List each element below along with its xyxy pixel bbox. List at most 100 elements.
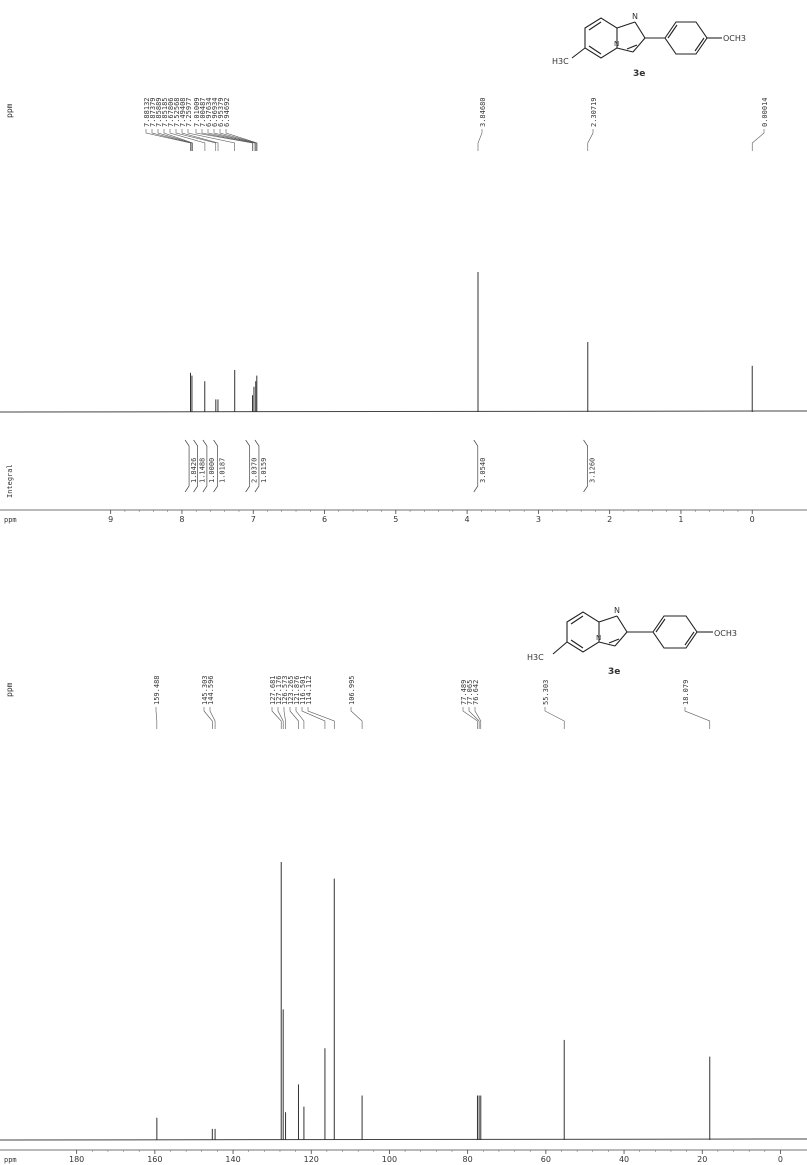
c-x-unit: ppm xyxy=(4,1156,17,1164)
c-peak-label-10: 106.995 xyxy=(348,675,356,705)
h-peak-label-0: 7.88132 xyxy=(143,97,151,127)
c-peak-label-0: 159.488 xyxy=(153,675,161,705)
h-x-unit: ppm xyxy=(4,516,17,524)
c-tick-label-7: 40 xyxy=(619,1155,629,1164)
h-baseline xyxy=(0,410,807,413)
c-struct-n2: N xyxy=(596,634,601,642)
c-peaks xyxy=(156,862,711,1140)
h-integral-bracket-6 xyxy=(473,439,479,493)
h-peak-connector-8 xyxy=(195,129,253,151)
c-ppm-label: ppm xyxy=(5,682,14,697)
c-peak-label-5: 126.573 xyxy=(281,675,289,705)
h-peak-connector-0 xyxy=(145,129,191,151)
c-peak-connectors xyxy=(155,707,711,729)
c-peak-connector-1 xyxy=(203,707,213,729)
h-tick-label-5: 4 xyxy=(465,515,470,524)
c-peak-connector-3 xyxy=(271,707,282,729)
h-tick-label-8: 1 xyxy=(678,515,683,524)
c-peak-connector-6 xyxy=(289,707,299,729)
h-integral-label: Integral xyxy=(6,464,14,498)
h-peak-connector-10 xyxy=(207,129,256,151)
c-peak-connector-14 xyxy=(544,707,565,729)
c-compound-label: 3e xyxy=(608,667,620,677)
c-struct-och3: OCH3 xyxy=(714,629,737,638)
c-tick-label-9: 0 xyxy=(778,1155,783,1164)
h-peaks xyxy=(190,272,753,412)
h-peak-connector-15 xyxy=(587,129,594,151)
h-peak-label-10: 6.97634 xyxy=(205,97,213,127)
c-peak-label-7: 121.876 xyxy=(293,675,301,705)
h-peak-connector-6 xyxy=(181,129,219,151)
h-peak-label-4: 7.67806 xyxy=(167,97,175,127)
h-peak-label-7: 7.25977 xyxy=(185,97,193,127)
c-peak-label-14: 55.303 xyxy=(542,680,550,705)
c-peak-connector-4 xyxy=(277,707,284,729)
c-peak-connector-11 xyxy=(462,707,478,729)
h-integral-bracket-5 xyxy=(254,439,260,493)
h-integral-bracket-1 xyxy=(193,439,198,493)
h-tick-label-6: 3 xyxy=(536,515,541,524)
h-peak-label-14: 3.84680 xyxy=(479,97,487,127)
c-peak-label-1: 145.303 xyxy=(201,675,209,705)
c-peak-label-2: 144.596 xyxy=(207,675,215,705)
h-integral-bracket-7 xyxy=(583,439,588,493)
c-peak-connector-13 xyxy=(474,707,482,729)
h-peak-label-8: 7.01009 xyxy=(193,97,201,127)
c-peak-connector-2 xyxy=(209,707,216,729)
c-tick-label-2: 140 xyxy=(225,1155,240,1164)
h-tick-label-3: 6 xyxy=(322,515,327,524)
h-integral-bracket-0 xyxy=(184,439,190,493)
h-peak-connector-3 xyxy=(163,129,193,151)
h-peak-connector-1 xyxy=(151,129,192,151)
h-peak-label-13: 6.94692 xyxy=(223,97,231,127)
h-integral-bracket-4 xyxy=(245,439,251,493)
h-peak-connector-16 xyxy=(751,129,765,151)
c-peak-connector-0 xyxy=(155,707,158,729)
h-integral-value-4: 2.0370 xyxy=(251,458,259,483)
h-struct-h3c: H3C xyxy=(552,57,569,66)
c-tick-label-8: 20 xyxy=(697,1155,707,1164)
h-peak-label-12: 6.95379 xyxy=(217,97,225,127)
h-peak-connector-7 xyxy=(187,129,236,151)
c-peak-label-4: 127.176 xyxy=(275,675,283,705)
c-peak-label-11: 77.489 xyxy=(460,680,468,705)
h-peak-label-16: 0.00014 xyxy=(761,97,769,127)
c-peak-label-13: 76.642 xyxy=(472,680,480,705)
h-integral-bracket-3 xyxy=(213,439,218,493)
h-peak-connector-2 xyxy=(157,129,193,151)
c-tick-label-5: 80 xyxy=(463,1155,473,1164)
h-integral-value-0: 1.8426 xyxy=(190,458,198,483)
c-struct-h3c: H3C xyxy=(527,653,544,662)
h-integral-value-7: 3.1260 xyxy=(589,458,597,483)
h-peak-label-2: 7.85889 xyxy=(155,97,163,127)
h-peak-label-11: 6.96934 xyxy=(211,97,219,127)
h-peak-connector-9 xyxy=(201,129,254,151)
h-nmr-panel: ppm Integral 7.881327.873797.858897.8518… xyxy=(0,12,807,524)
h-integral-value-5: 1.0159 xyxy=(260,458,268,483)
h-peak-label-6: 7.49408 xyxy=(179,97,187,127)
h-peak-connector-12 xyxy=(219,129,257,151)
h-compound-label: 3e xyxy=(633,69,645,79)
h-peak-label-15: 2.30719 xyxy=(590,97,598,127)
h-integral-value-3: 1.0187 xyxy=(219,458,227,483)
h-peak-connector-13 xyxy=(225,129,258,151)
h-tick-label-0: 9 xyxy=(108,515,113,524)
c-peak-connector-8 xyxy=(301,707,326,729)
c-tick-label-4: 100 xyxy=(382,1155,397,1164)
c-peak-connector-7 xyxy=(295,707,305,729)
c-molecule-structure xyxy=(552,611,713,655)
c-peak-label-9: 114.112 xyxy=(305,675,313,705)
c-peak-connector-15 xyxy=(684,707,711,729)
h-integral-value-1: 1.1488 xyxy=(199,458,207,483)
c-baseline xyxy=(0,1138,807,1141)
h-peak-label-1: 7.87379 xyxy=(149,97,157,127)
c-peak-label-15: 18.079 xyxy=(682,680,690,705)
h-struct-n1: N xyxy=(632,12,638,21)
h-struct-och3: OCH3 xyxy=(723,34,746,43)
h-integral-value-2: 1.0000 xyxy=(208,458,216,483)
